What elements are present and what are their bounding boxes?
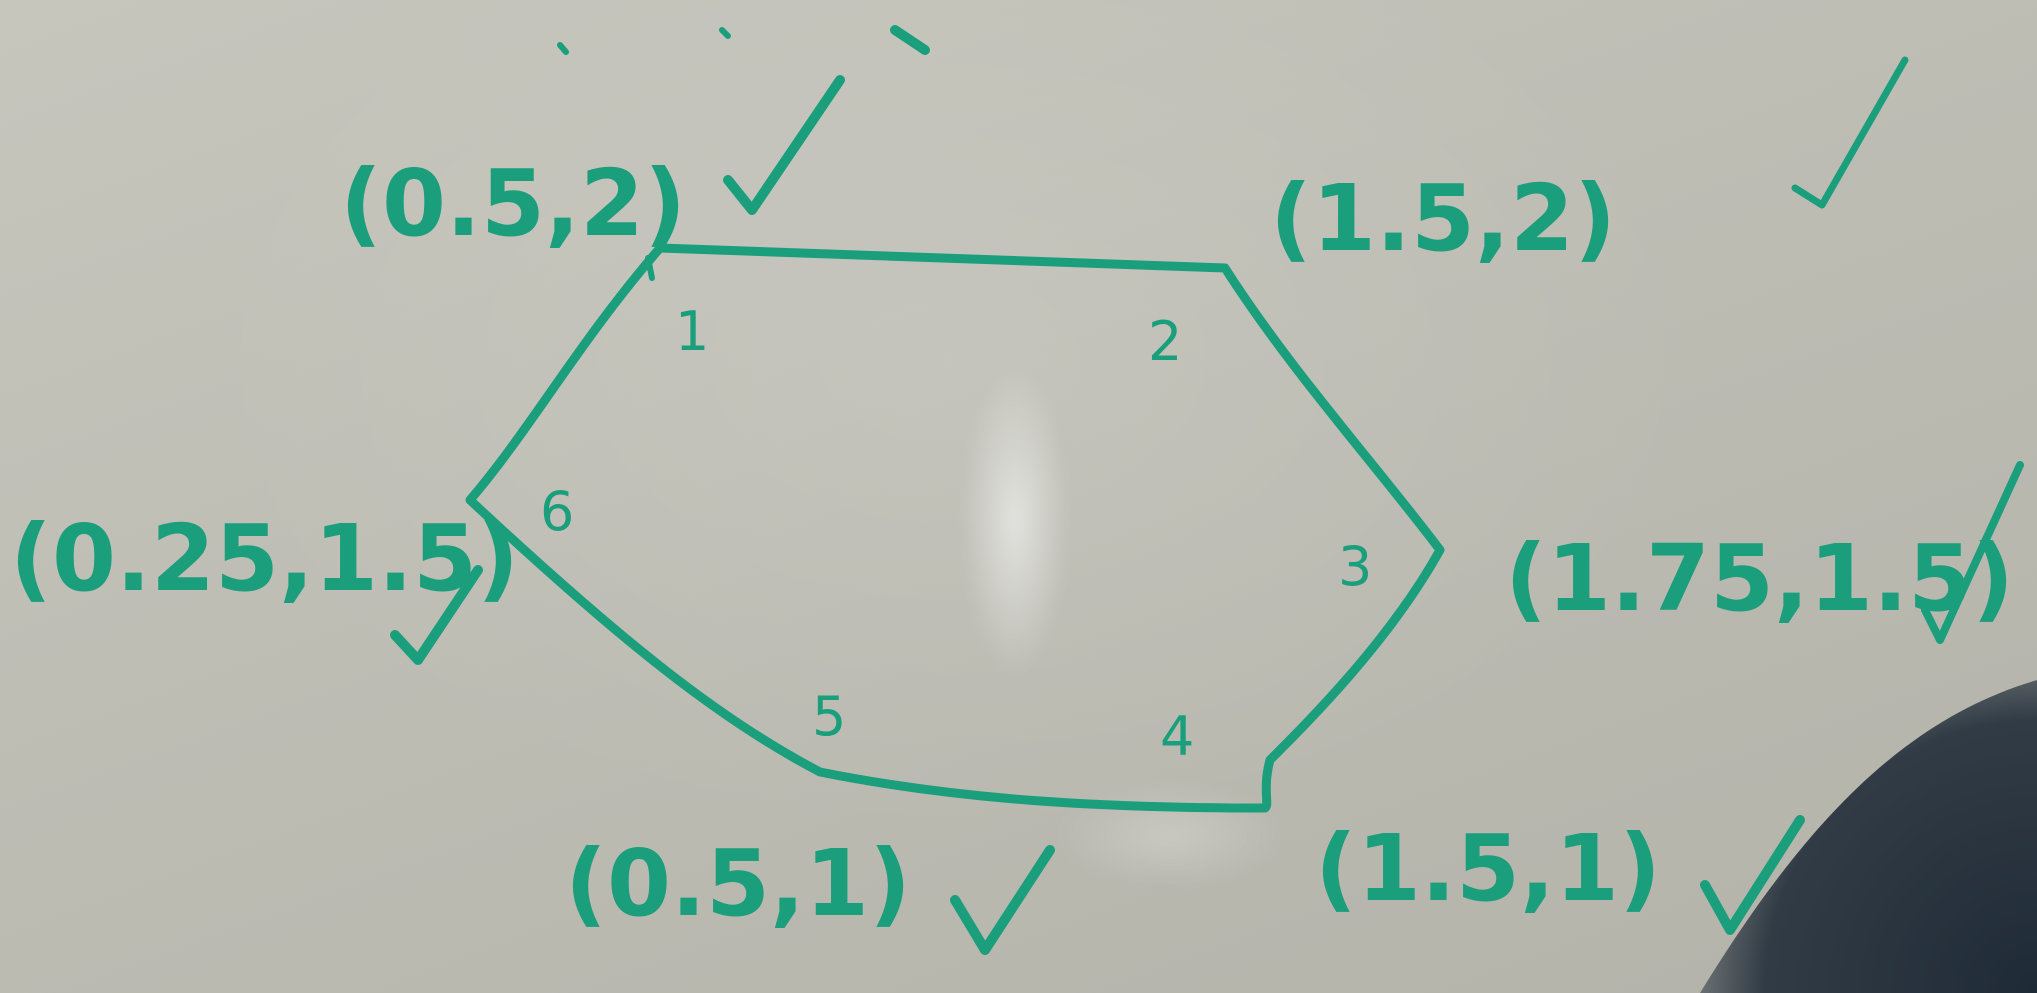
coordinate-label-2: (1.5,2) (1270, 165, 1616, 272)
vertex-number-5: 5 (812, 685, 846, 748)
coordinate-label-1: (0.5,2) (340, 150, 686, 257)
light-glare (960, 360, 1070, 680)
check-mark-icon (723, 75, 845, 215)
smudge-mark (557, 42, 569, 55)
coordinate-label-4: (1.5,1) (1315, 815, 1661, 922)
vertex-number-3: 3 (1338, 535, 1372, 598)
light-glare-lower (1050, 780, 1290, 890)
tick-mark-1 (645, 255, 655, 281)
coordinate-label-5: (0.5,1) (565, 830, 911, 937)
smudge-mark (890, 25, 930, 55)
check-mark-icon (1791, 56, 1909, 209)
smudge-mark (719, 27, 731, 39)
coordinate-label-3: (1.75,1.5) (1505, 525, 2014, 632)
vertex-number-1: 1 (675, 300, 709, 363)
hexagon-outline (465, 243, 1445, 813)
vertex-number-2: 2 (1148, 310, 1182, 373)
check-mark-icon (390, 565, 483, 665)
check-mark-icon (1921, 461, 2024, 644)
vertex-number-4: 4 (1160, 705, 1194, 768)
check-mark-icon (950, 845, 1055, 955)
check-mark-icon (1700, 815, 1805, 935)
coordinate-label-6: (0.25,1.5) (10, 505, 519, 612)
vertex-number-6: 6 (540, 480, 574, 543)
